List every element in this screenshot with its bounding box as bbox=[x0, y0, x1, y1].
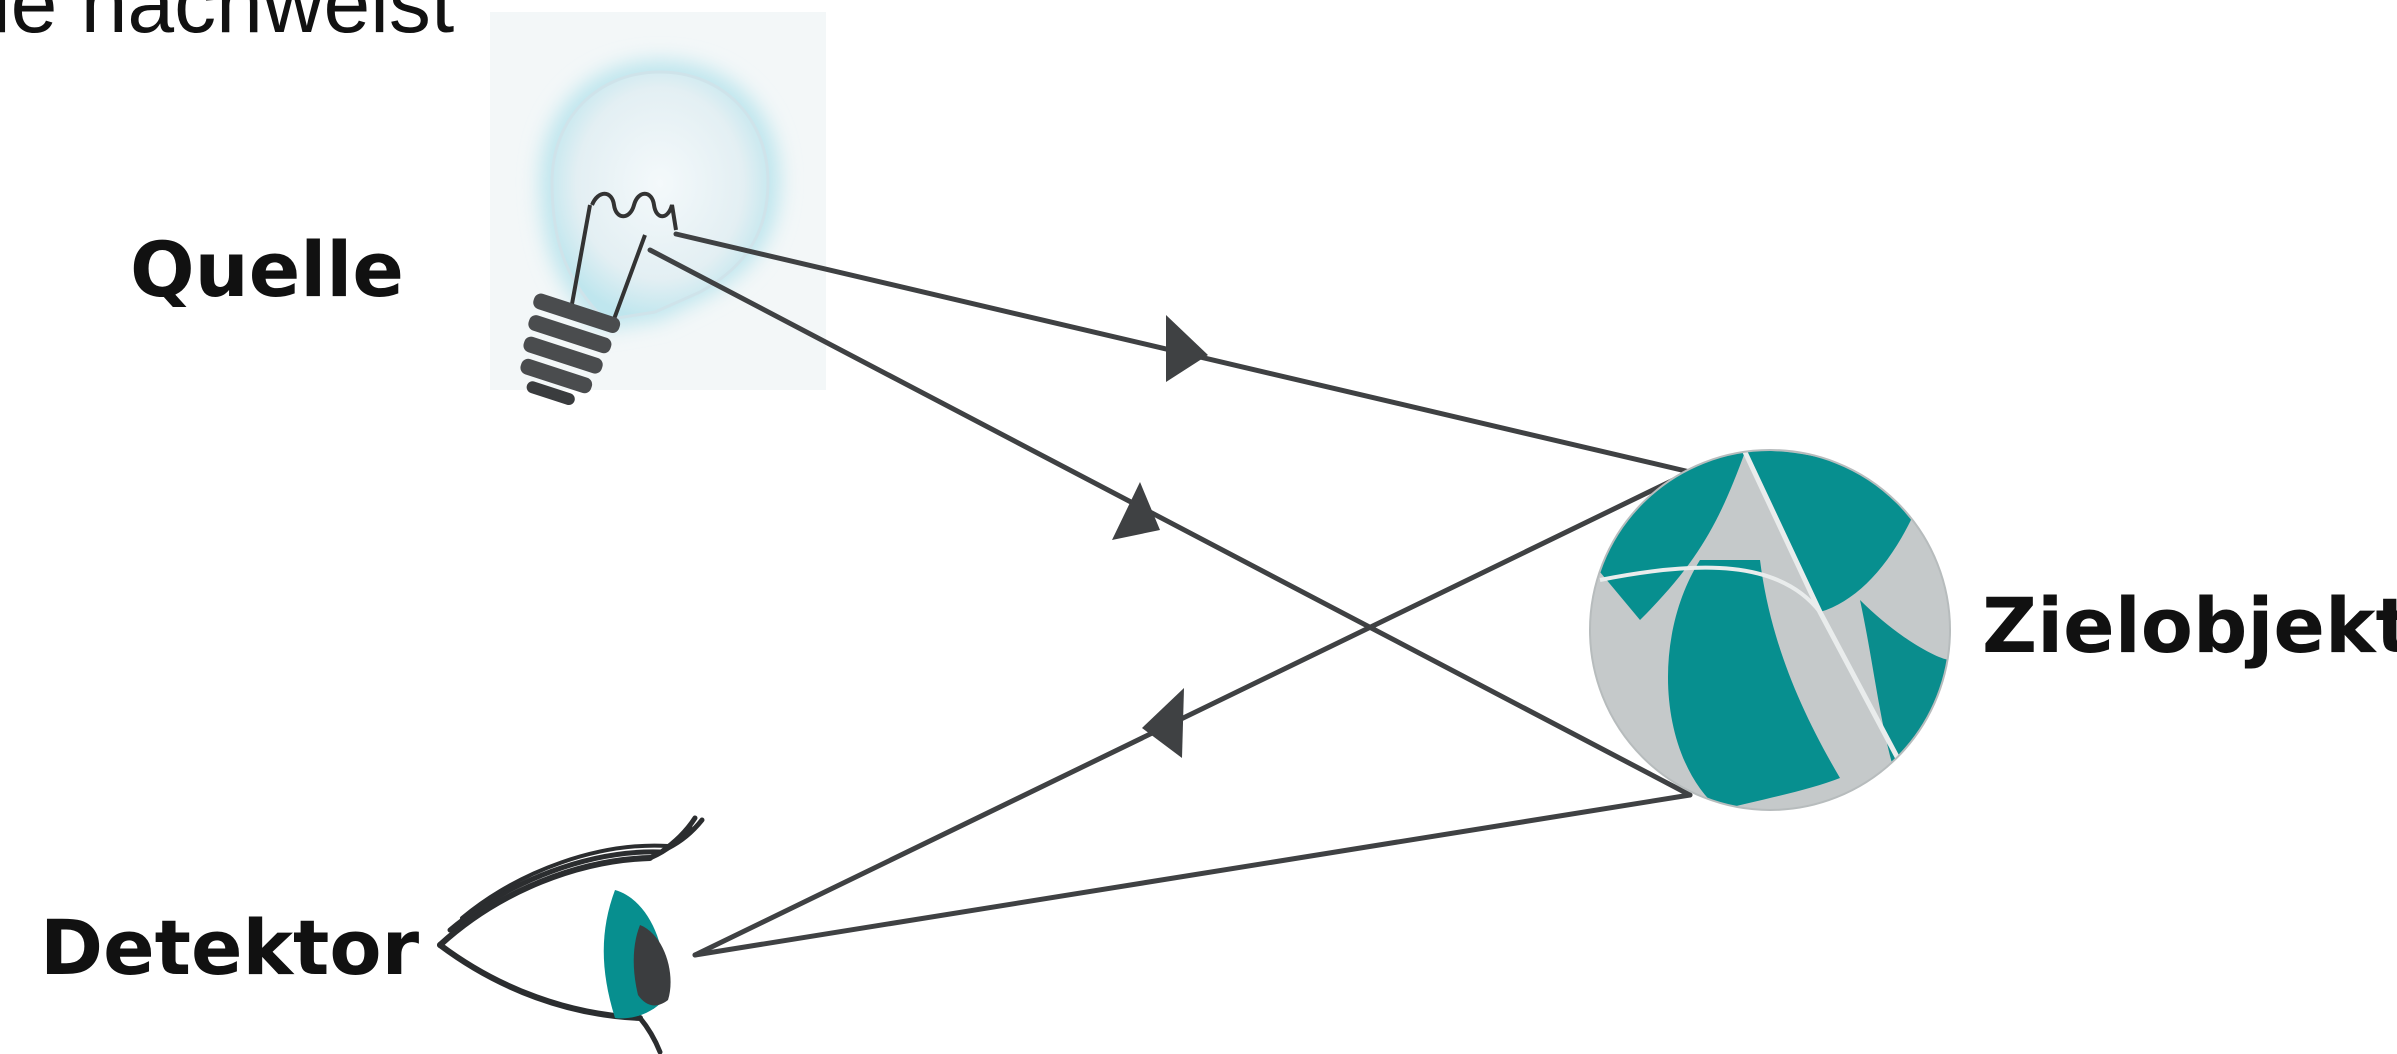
eye-icon bbox=[437, 815, 705, 1054]
arrow-head-middle bbox=[1112, 482, 1160, 540]
arrow-head-top bbox=[1166, 315, 1208, 382]
ray-target-to-detector-bottom bbox=[692, 792, 1693, 958]
light-bulb-icon bbox=[490, 12, 826, 406]
label-target: Zielobjekt bbox=[1982, 581, 2397, 670]
heading-fragment: le nachweist bbox=[0, 0, 454, 50]
arrow-head-return bbox=[1142, 688, 1184, 758]
label-source: Quelle bbox=[130, 225, 404, 314]
ray-target-to-detector-crossing bbox=[692, 469, 1693, 958]
ray-source-to-target-bottom bbox=[647, 247, 1693, 798]
label-detector: Detektor bbox=[40, 903, 420, 992]
